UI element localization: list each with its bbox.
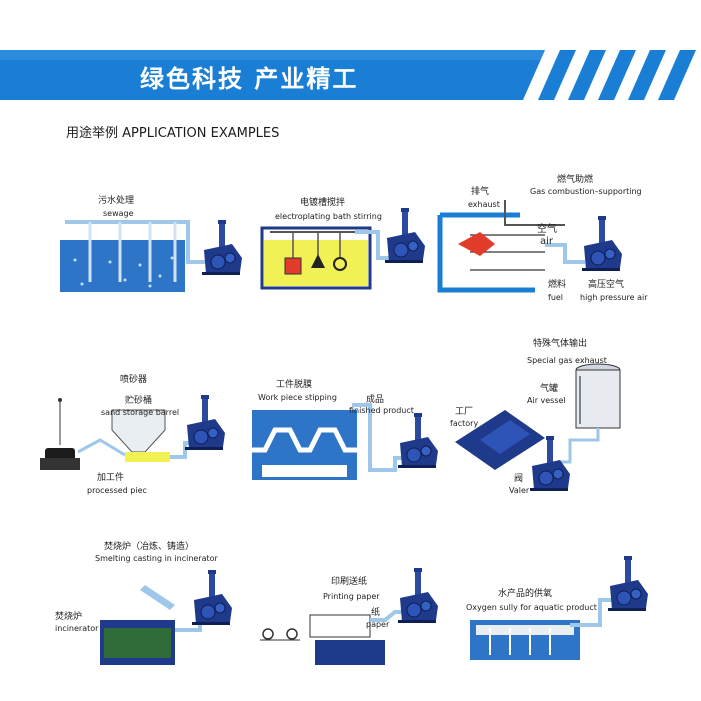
product-label-en: finished product bbox=[349, 406, 414, 415]
piece-label-en: processed piec bbox=[87, 486, 147, 495]
air-label-en: air bbox=[540, 236, 554, 247]
hp-air-label-cn: 高压空气 bbox=[588, 280, 625, 290]
barrel-label-cn: 贮砂桶 bbox=[125, 396, 153, 406]
fuel-label-cn: 燃料 bbox=[548, 280, 567, 290]
incinerator-label-cn: 焚烧炉 bbox=[55, 612, 83, 622]
printing-diagram bbox=[260, 567, 439, 665]
smelting-title-cn: 焚烧炉（冶炼、铸造） bbox=[104, 542, 195, 552]
electroplating-label-cn: 电镀槽搅拌 bbox=[300, 198, 346, 208]
combustion-diagram bbox=[437, 200, 623, 293]
incinerator-label-en: incinerator bbox=[55, 624, 99, 633]
electroplating-label-en: electroplating bath stirring bbox=[275, 212, 382, 221]
exhaust-label-en: exhaust bbox=[468, 200, 500, 209]
paper-label-cn: 纸 bbox=[371, 608, 381, 618]
gas-label-en: Gas combustion–supporting bbox=[530, 187, 642, 196]
sewage-label-cn: 污水处理 bbox=[98, 196, 135, 206]
special-gas-title-en: Special gas exhaust bbox=[527, 356, 607, 365]
smelting-diagram bbox=[100, 569, 233, 665]
hp-air-label-en: high pressure air bbox=[580, 293, 648, 302]
banner-stripes bbox=[0, 50, 701, 100]
sewage-diagram bbox=[60, 219, 243, 292]
printing-title-cn: 印刷送纸 bbox=[331, 577, 368, 587]
valve-label-cn: 阀 bbox=[514, 474, 524, 484]
vessel-label-cn: 气罐 bbox=[540, 384, 559, 394]
printing-title-en: Printing paper bbox=[323, 592, 380, 601]
sandblast-diagram bbox=[40, 394, 226, 470]
sewage-label-en: sewage bbox=[103, 209, 134, 218]
banner-title: 绿色科技 产业精工 bbox=[140, 65, 359, 93]
sandblast-title: 喷砂器 bbox=[120, 375, 148, 385]
exhaust-label-cn: 排气 bbox=[471, 187, 490, 197]
stripping-title-en: Work piece stipping bbox=[258, 393, 337, 402]
vessel-label-en: Air vessel bbox=[527, 396, 566, 405]
section-heading: 用途举例 APPLICATION EXAMPLES bbox=[66, 126, 280, 141]
gas-label-cn: 燃气助燃 bbox=[557, 175, 594, 185]
aquatic-title-cn: 水产品的供氧 bbox=[498, 589, 553, 599]
aquatic-diagram bbox=[470, 555, 649, 660]
barrel-label-en: sand storage barrel bbox=[101, 408, 180, 417]
fuel-label-en: fuel bbox=[548, 293, 564, 302]
special-gas-title-cn: 特殊气体输出 bbox=[533, 339, 588, 349]
electroplating-diagram bbox=[260, 207, 426, 290]
product-label-cn: 成品 bbox=[366, 395, 385, 405]
valve-label-en: Valer bbox=[509, 486, 530, 495]
factory-label-en: factory bbox=[450, 419, 479, 428]
aquatic-title-en: Oxygen sully for aquatic product bbox=[466, 603, 597, 612]
stripping-title-cn: 工件脱膜 bbox=[276, 380, 313, 390]
air-label-cn: 空气 bbox=[537, 224, 557, 235]
stripping-diagram bbox=[252, 403, 439, 480]
factory-label-cn: 工厂 bbox=[455, 407, 474, 417]
header-banner: 绿色科技 产业精工 bbox=[0, 50, 701, 100]
paper-label-en: paper bbox=[366, 620, 390, 629]
smelting-title-en: Smelting casting in incinerator bbox=[95, 554, 218, 563]
special-gas-diagram bbox=[455, 363, 621, 492]
piece-label-cn: 加工件 bbox=[97, 473, 125, 483]
